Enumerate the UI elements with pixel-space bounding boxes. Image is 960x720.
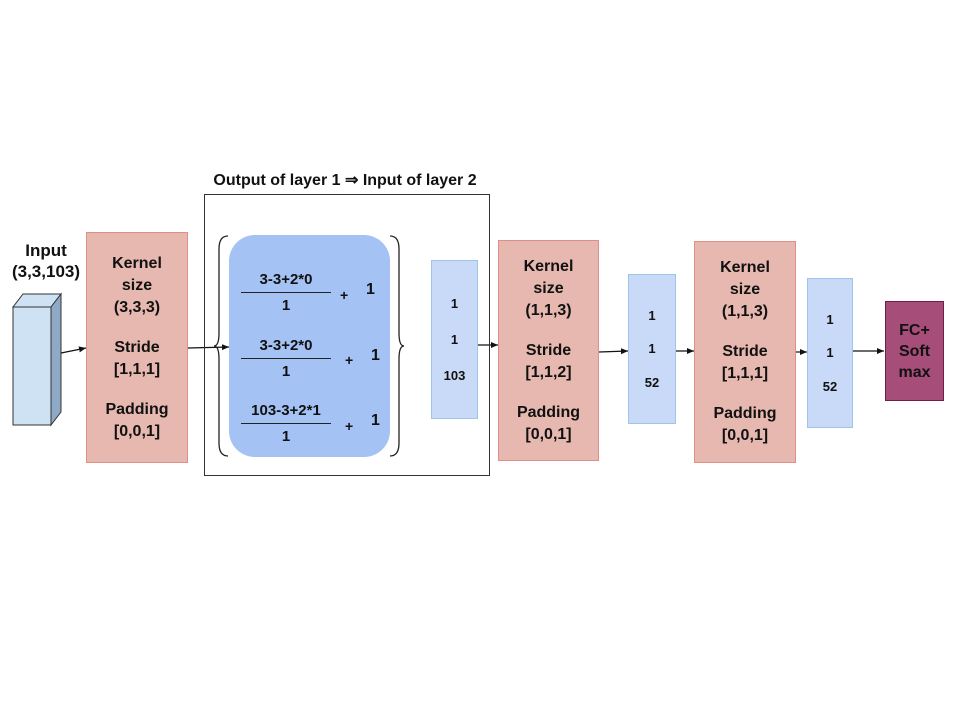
calc-plus: + bbox=[345, 418, 354, 434]
size-label: size bbox=[533, 279, 564, 297]
calc-row-1: 3-3+2*0 1 bbox=[241, 271, 331, 314]
volume-dim-width: 1 bbox=[450, 331, 459, 347]
volume-dim-height: 1 bbox=[450, 295, 459, 311]
padding-value: [0,0,1] bbox=[113, 422, 161, 440]
volume-dim-width: 1 bbox=[648, 341, 656, 357]
stride-label: Stride bbox=[525, 341, 572, 359]
padding-value: [0,0,1] bbox=[525, 425, 572, 443]
volume-dim-depth: 52 bbox=[822, 378, 838, 394]
conv-layer-2: Kernel size (1,1,3) Stride [1,1,2] Paddi… bbox=[498, 240, 599, 461]
calc-numerator: 103-3+2*1 bbox=[241, 402, 331, 424]
output-volume-1: 1 1 103 bbox=[431, 260, 478, 419]
output-volume-3: 1 1 52 bbox=[807, 278, 853, 428]
stride-label: Stride bbox=[722, 343, 768, 360]
max-label: max bbox=[898, 363, 931, 381]
output-frame bbox=[204, 194, 490, 476]
kernel-label: Kernel bbox=[112, 254, 162, 272]
padding-label: Padding bbox=[713, 405, 777, 422]
calc-plus: + bbox=[340, 287, 349, 303]
fc-softmax-block: FC+ Soft max bbox=[885, 301, 944, 401]
size-label: size bbox=[729, 281, 761, 298]
stride-value: [1,1,1] bbox=[113, 360, 161, 378]
calc-denominator: 1 bbox=[281, 428, 291, 445]
padding-value: [0,0,1] bbox=[721, 427, 769, 444]
arrow-layer2-to-volume2 bbox=[598, 348, 629, 355]
padding-label: Padding bbox=[516, 403, 581, 421]
stride-value: [1,1,1] bbox=[721, 365, 769, 382]
volume-dim-depth: 52 bbox=[644, 374, 660, 390]
volume-dim-height: 1 bbox=[826, 312, 834, 328]
calc-row-2: 3-3+2*0 1 bbox=[241, 337, 331, 380]
arrow-input-to-layer1 bbox=[60, 346, 87, 354]
input-label: Input (3,3,103) bbox=[8, 240, 84, 282]
calc-numerator: 3-3+2*0 bbox=[241, 271, 331, 293]
stride-value: [1,1,2] bbox=[525, 363, 572, 381]
padding-label: Padding bbox=[105, 400, 169, 418]
soft-label: Soft bbox=[898, 342, 931, 360]
size-label: size bbox=[121, 276, 153, 294]
volume-dim-depth: 103 bbox=[443, 368, 466, 384]
conv-layer-3: Kernel size (1,1,3) Stride [1,1,1] Paddi… bbox=[694, 241, 796, 463]
left-brace bbox=[214, 235, 229, 457]
calc-one: 1 bbox=[366, 281, 375, 298]
calc-denominator: 1 bbox=[281, 297, 291, 314]
frame-title: Output of layer 1 ⇒ Input of layer 2 bbox=[213, 172, 477, 189]
calc-denominator: 1 bbox=[281, 363, 291, 380]
kernel-label: Kernel bbox=[720, 259, 770, 276]
right-brace bbox=[389, 235, 404, 457]
volume-dim-width: 1 bbox=[826, 345, 834, 361]
output-volume-2: 1 1 52 bbox=[628, 274, 676, 424]
arrow-layer1-to-calc bbox=[187, 344, 230, 351]
conv-layer-1: Kernel size (3,3,3) Stride [1,1,1] Paddi… bbox=[86, 232, 188, 463]
output-size-calculation: 3-3+2*0 1 + 1 3-3+2*0 1 + 1 103-3+2*1 1 … bbox=[229, 235, 390, 457]
input-label-shape: (3,3,103) bbox=[11, 262, 81, 281]
calc-numerator: 3-3+2*0 bbox=[241, 337, 331, 359]
kernel-value: (3,3,3) bbox=[113, 298, 161, 316]
calc-one: 1 bbox=[371, 412, 380, 429]
calc-one: 1 bbox=[371, 347, 380, 364]
calc-plus: + bbox=[345, 352, 354, 368]
kernel-label: Kernel bbox=[523, 257, 574, 275]
fc-label: FC+ bbox=[899, 321, 930, 339]
kernel-value: (1,1,3) bbox=[721, 303, 769, 320]
calc-row-3: 103-3+2*1 1 bbox=[241, 402, 331, 445]
volume-dim-height: 1 bbox=[648, 308, 656, 324]
input-cube bbox=[11, 292, 63, 427]
kernel-value: (1,1,3) bbox=[525, 301, 572, 319]
stride-label: Stride bbox=[114, 338, 160, 356]
input-label-title: Input bbox=[25, 241, 67, 260]
